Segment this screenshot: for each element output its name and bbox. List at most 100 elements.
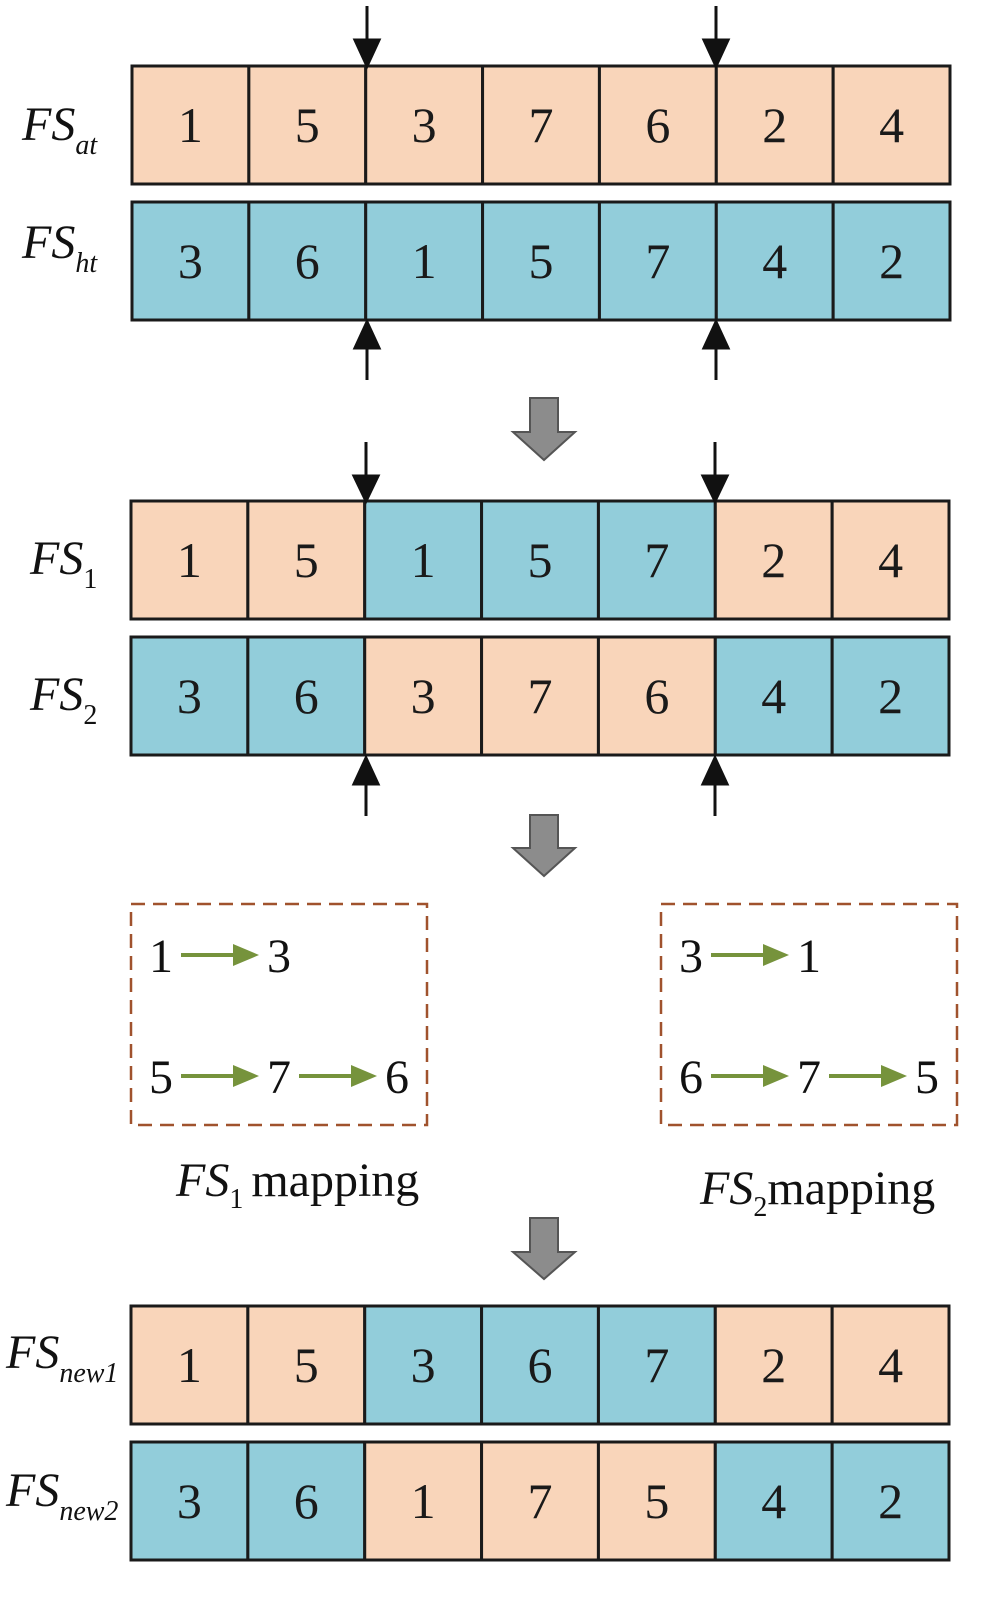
caption-fs2-mapping: FS2mapping <box>699 1162 935 1223</box>
gene-cell-box <box>830 1304 951 1426</box>
gene-cell: 6 <box>246 1440 367 1562</box>
gene-cell: 7 <box>596 499 717 621</box>
gene-cell-box <box>713 499 834 621</box>
gene-cell-box <box>363 499 484 621</box>
gene-value: 1 <box>178 97 203 153</box>
gene-value: 6 <box>294 668 319 724</box>
gene-cell: 5 <box>246 1304 367 1426</box>
gene-value: 4 <box>761 1473 786 1529</box>
gene-cell: 5 <box>596 1440 717 1562</box>
gene-value: 6 <box>294 1473 319 1529</box>
mapping-number: 3 <box>267 930 291 983</box>
gene-cell: 5 <box>246 499 367 621</box>
mapping-number: 5 <box>915 1051 939 1104</box>
gene-cell: 1 <box>363 499 484 621</box>
gene-cell: 7 <box>597 200 718 322</box>
label-fs-new2: FSnew2 <box>5 1464 118 1527</box>
gene-value: 1 <box>412 233 437 289</box>
gene-value: 2 <box>761 1337 786 1393</box>
gene-cell-box <box>597 200 718 322</box>
gene-value: 2 <box>762 97 787 153</box>
gene-cell-box <box>480 635 600 757</box>
gene-cell: 3 <box>363 1304 484 1426</box>
gene-value: 1 <box>177 532 202 588</box>
gene-cell: 7 <box>480 635 600 757</box>
gene-value: 4 <box>879 97 904 153</box>
flow-arrows <box>510 397 578 1281</box>
gene-value: 1 <box>411 1473 436 1529</box>
gene-value: 7 <box>644 1337 669 1393</box>
gene-cell-box <box>480 499 600 621</box>
gene-value: 5 <box>528 532 553 588</box>
mapping-number: 1 <box>149 930 173 983</box>
gene-cell: 4 <box>713 635 834 757</box>
flow-arrow-down-icon <box>510 1217 578 1281</box>
gene-value: 2 <box>878 668 903 724</box>
cut-arrow-down-icon <box>352 6 382 70</box>
gene-cell: 5 <box>247 64 368 186</box>
gene-cell: 4 <box>831 64 952 186</box>
gene-value: 1 <box>177 1337 202 1393</box>
gene-cell-box <box>831 200 952 322</box>
gene-cell: 3 <box>130 200 251 322</box>
cut-arrow-up-icon <box>700 754 730 816</box>
gene-value: 5 <box>294 1337 319 1393</box>
gene-value: 4 <box>878 532 903 588</box>
gene-cell: 4 <box>830 1304 951 1426</box>
label-fs-new1: FSnew1 <box>5 1326 118 1389</box>
gene-cell-box <box>247 64 368 186</box>
flow-arrow-down-icon <box>510 814 578 878</box>
gene-cell: 1 <box>130 64 251 186</box>
gene-value: 5 <box>295 97 320 153</box>
mapping-arrow-icon <box>829 1065 907 1087</box>
gene-cell-box <box>831 64 952 186</box>
gene-cell: 2 <box>830 1440 951 1562</box>
mapping-number: 5 <box>149 1051 173 1104</box>
cut-arrow-down-icon <box>700 442 730 505</box>
mapping-number: 7 <box>797 1051 821 1104</box>
gene-cell: 5 <box>480 499 600 621</box>
gene-cell: 2 <box>831 200 952 322</box>
gene-cell: 6 <box>246 635 367 757</box>
cut-arrows-middle <box>351 442 730 816</box>
mapping-box-fs1 <box>129 902 429 1127</box>
gene-cell-box <box>713 635 834 757</box>
gene-cell-box <box>246 499 367 621</box>
gene-value: 3 <box>412 97 437 153</box>
gene-cell-box <box>830 635 951 757</box>
gene-value: 3 <box>411 1337 436 1393</box>
gene-value: 6 <box>528 1337 553 1393</box>
gene-value: 5 <box>294 532 319 588</box>
gene-cell-box <box>364 64 485 186</box>
gene-value: 7 <box>528 668 553 724</box>
gene-cell-box <box>713 1440 834 1562</box>
gene-cell-box <box>130 200 251 322</box>
gene-cell: 7 <box>481 64 601 186</box>
gene-cell-box <box>596 1440 717 1562</box>
gene-value: 3 <box>411 668 436 724</box>
gene-cell-box <box>246 1440 367 1562</box>
gene-cell: 2 <box>713 499 834 621</box>
mapping-arrow-icon <box>299 1065 377 1087</box>
mapping-number: 7 <box>267 1051 291 1104</box>
label-fs-ht: FSht <box>21 216 98 279</box>
gene-value: 4 <box>762 233 787 289</box>
gene-cell-box <box>714 200 835 322</box>
gene-value: 6 <box>644 668 669 724</box>
gene-cell: 3 <box>129 1440 250 1562</box>
gene-cell: 1 <box>364 200 485 322</box>
gene-value: 3 <box>177 1473 202 1529</box>
gene-value: 3 <box>178 233 203 289</box>
gene-value: 7 <box>528 1473 553 1529</box>
gene-cell: 3 <box>364 64 485 186</box>
gene-cell: 6 <box>480 1304 600 1426</box>
gene-value: 7 <box>645 233 670 289</box>
